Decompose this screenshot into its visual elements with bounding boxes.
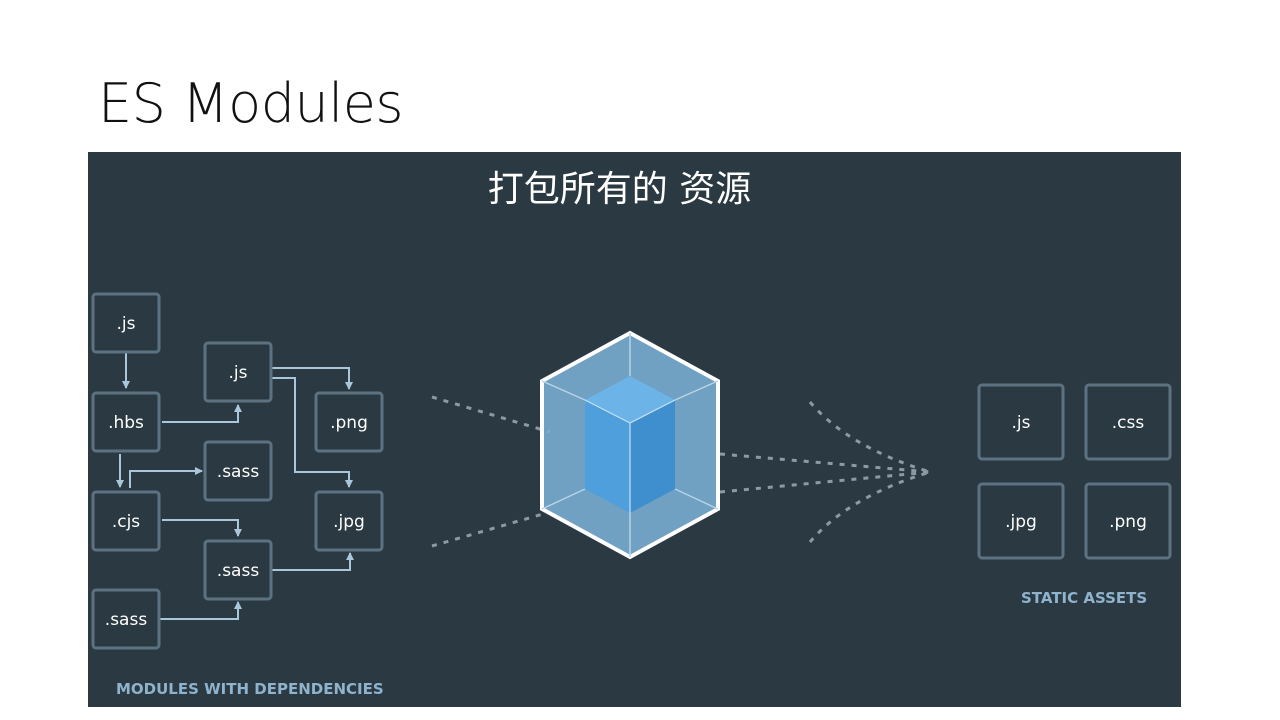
arrow-cjs-to-sass-2 [162,519,242,537]
arrow-sass-to-sass [160,601,242,620]
bundling-diagram: .js .js .hbs .png .sass .cjs [91,292,1172,698]
asset-box-css: .css [1084,383,1172,461]
module-box-hbs: .hbs [91,391,161,453]
asset-box-jpg: .jpg [977,482,1065,560]
module-box-sass: .sass [203,440,273,502]
svg-text:.hbs: .hbs [108,413,144,433]
dependency-arrows [116,353,354,620]
module-box-sass-3: .sass [91,588,161,650]
svg-text:.jpg: .jpg [1005,512,1037,532]
arrow-js-to-png [272,367,353,390]
asset-box-png: .png [1084,482,1172,560]
svg-text:.png: .png [330,413,368,433]
flow-lines-in [431,395,551,548]
svg-text:.cjs: .cjs [112,512,140,532]
arrow-cjs-to-sass [129,467,203,488]
flow-lines-out [719,401,931,543]
asset-box-js: .js [977,383,1065,461]
module-box-png: .png [314,391,384,453]
svg-text:.js: .js [229,363,248,383]
module-box-jpg: .jpg [314,490,384,552]
module-boxes: .js .js .hbs .png .sass .cjs [91,292,384,650]
webpack-cube-icon [540,330,720,560]
svg-text:.css: .css [1112,413,1145,433]
module-box-js: .js [91,292,161,354]
svg-text:.js: .js [1012,413,1031,433]
module-box-cjs: .cjs [91,490,161,552]
diagram-panel: 打包所有的 资源 .js .js [88,152,1181,707]
arrow-sass-to-jpg [272,552,354,571]
module-box-sass-2: .sass [203,539,273,601]
module-box-js-2: .js [203,341,273,403]
svg-text:.sass: .sass [105,610,148,630]
asset-boxes: .js .css .jpg .png [977,383,1172,560]
svg-text:.png: .png [1109,512,1147,532]
panel-heading: 打包所有的 资源 [487,169,752,210]
svg-text:.sass: .sass [217,462,260,482]
modules-caption: MODULES WITH DEPENDENCIES [116,680,384,698]
svg-text:.sass: .sass [217,561,260,581]
svg-text:.jpg: .jpg [333,512,365,532]
slide-title: ES Modules [98,72,404,135]
arrow-js-to-jpg [272,377,353,488]
svg-text:.js: .js [117,314,136,334]
assets-caption: STATIC ASSETS [1021,589,1147,607]
arrow-hbs-to-js [162,404,242,423]
